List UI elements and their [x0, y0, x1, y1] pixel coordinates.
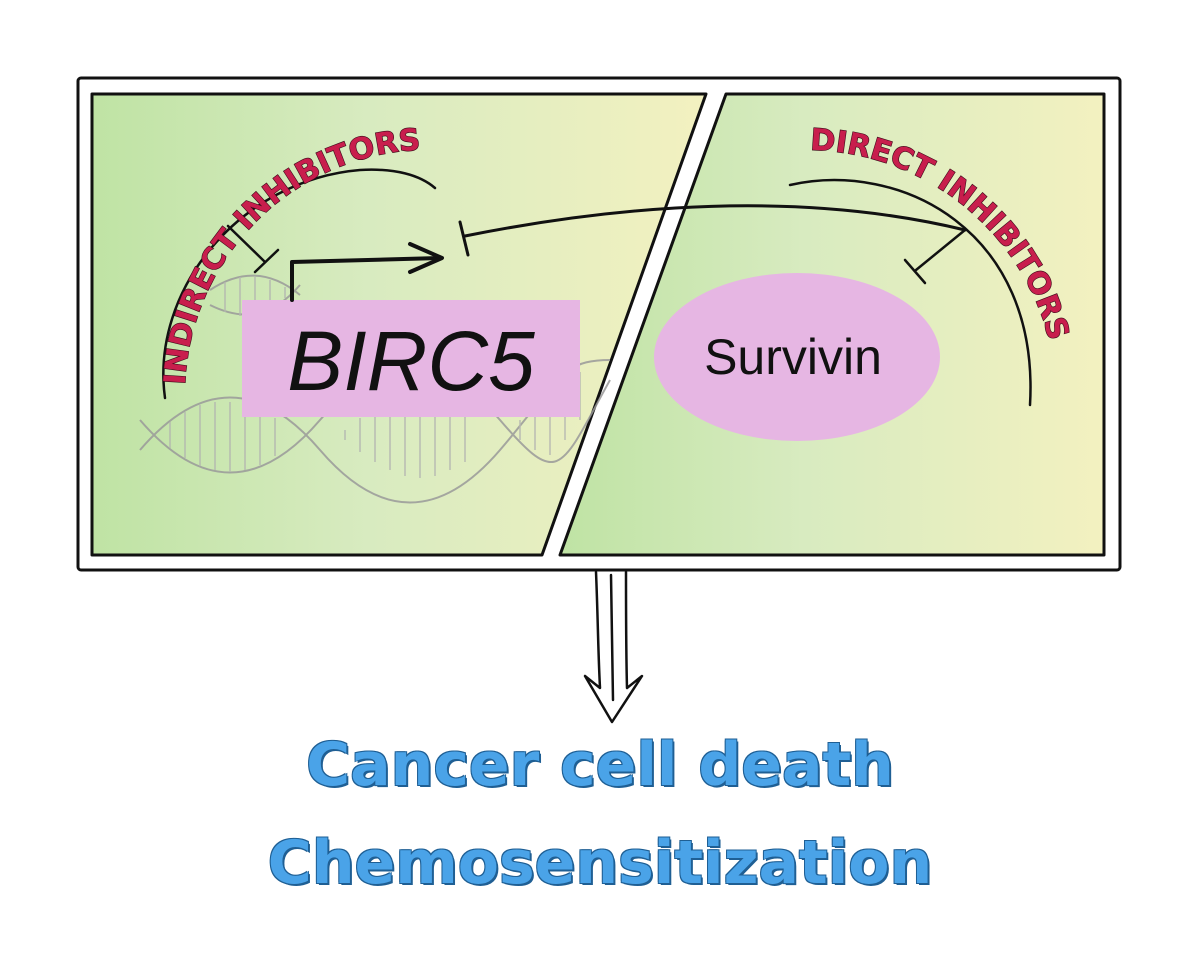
feedback-inhibition-icon [458, 204, 967, 257]
direct-inhibitor-arc-icon [788, 178, 1032, 407]
birc5-gene-box [242, 300, 580, 417]
indirect-inhibitor-arc-icon [162, 168, 437, 400]
transcription-arrow-icon [290, 242, 444, 302]
outcome-line-1: Cancer cell death [306, 730, 894, 800]
birc5-label: BIRC5 [287, 314, 535, 408]
survivin-ellipse [654, 273, 940, 441]
outcome-line-2: Chemosensitization [267, 828, 933, 898]
survivin-label: Survivin [704, 329, 882, 385]
outcome-down-arrow-icon [583, 570, 644, 724]
